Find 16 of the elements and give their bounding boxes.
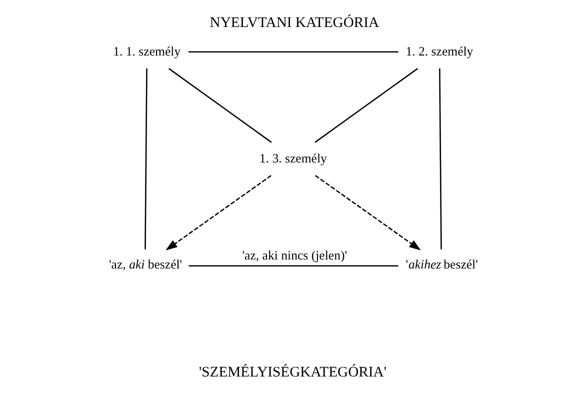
node-text: 1. 3. személy <box>259 151 327 166</box>
node-text: 'akihez beszél' <box>406 257 478 272</box>
connector <box>314 68 418 143</box>
arrow <box>315 175 421 250</box>
node-text: 'az, aki beszél' <box>108 257 182 272</box>
edge-label: 'az, aki nincs (jelen)' <box>242 248 348 263</box>
connector <box>168 68 272 143</box>
caption: 'SZEMÉLYISÉGKATEGÓRIA' <box>199 364 386 380</box>
connector <box>188 51 398 53</box>
diagram-title: NYELVTANI KATEGÓRIA <box>210 15 380 32</box>
node-text: 1. 2. személy <box>406 44 474 58</box>
connector <box>188 265 398 267</box>
arrow <box>166 175 272 250</box>
connector <box>439 68 442 250</box>
connector <box>144 68 148 250</box>
node-text: 1. 1. személy <box>113 44 181 58</box>
